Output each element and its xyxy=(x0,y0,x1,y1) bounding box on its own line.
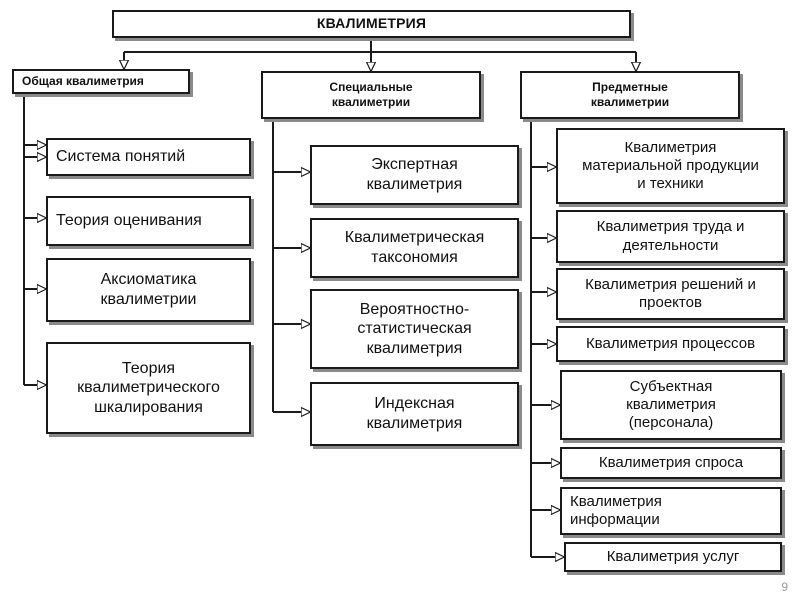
subject-item-information: Квалиметрия информации xyxy=(560,487,782,535)
special-item-index: Индексная квалиметрия xyxy=(310,382,519,446)
header-subject-qualimetries: Предметные квалиметрии xyxy=(520,71,740,119)
subject-item-products: Квалиметрия материальной продукции и тех… xyxy=(556,128,785,204)
general-item-concept-system: Система понятий xyxy=(46,138,251,176)
subject-item-services: Квалиметрия услуг xyxy=(564,542,782,572)
special-item-probabilistic: Вероятностно- статистическая квалиметрия xyxy=(310,289,519,369)
subject-item-decisions: Квалиметрия решений и проектов xyxy=(556,268,785,320)
special-item-taxonomy: Квалиметрическая таксономия xyxy=(310,218,519,278)
header-general-qualimetry: Общая квалиметрия xyxy=(12,69,190,94)
page-number: 9 xyxy=(781,580,788,594)
subject-item-labor: Квалиметрия труда и деятельности xyxy=(556,210,785,263)
subject-item-personnel: Субъектная квалиметрия (персонала) xyxy=(560,370,782,440)
root-node: КВАЛИМЕТРИЯ xyxy=(112,10,631,38)
header-special-qualimetries: Специальные квалиметрии xyxy=(261,71,481,119)
subject-item-demand: Квалиметрия спроса xyxy=(560,447,782,479)
general-item-evaluation-theory: Теория оценивания xyxy=(46,196,251,246)
general-item-axiomatics: Аксиоматика квалиметрии xyxy=(46,258,251,322)
subject-item-processes: Квалиметрия процессов xyxy=(556,326,785,362)
general-item-scaling-theory: Теория квалиметрического шкалирования xyxy=(46,342,251,434)
special-item-expert: Экспертная квалиметрия xyxy=(310,145,519,205)
